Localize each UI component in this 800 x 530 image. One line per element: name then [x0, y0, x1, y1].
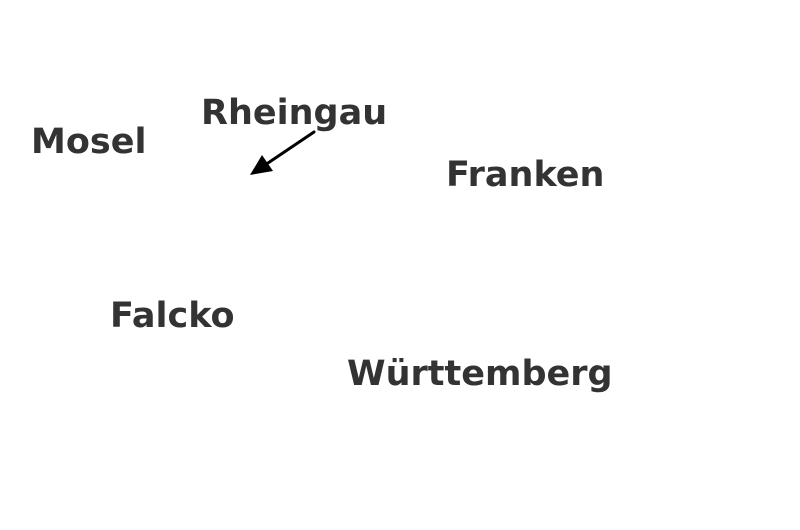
- region-label-rheingau: Rheingau: [201, 93, 388, 133]
- arrow-shaft: [266, 130, 316, 165]
- region-label-wuerttemberg: Württemberg: [347, 354, 613, 394]
- region-label-franken: Franken: [446, 155, 605, 195]
- arrow-head: [250, 155, 273, 175]
- region-label-mosel: Mosel: [31, 122, 147, 162]
- region-label-falcko: Falcko: [110, 296, 235, 336]
